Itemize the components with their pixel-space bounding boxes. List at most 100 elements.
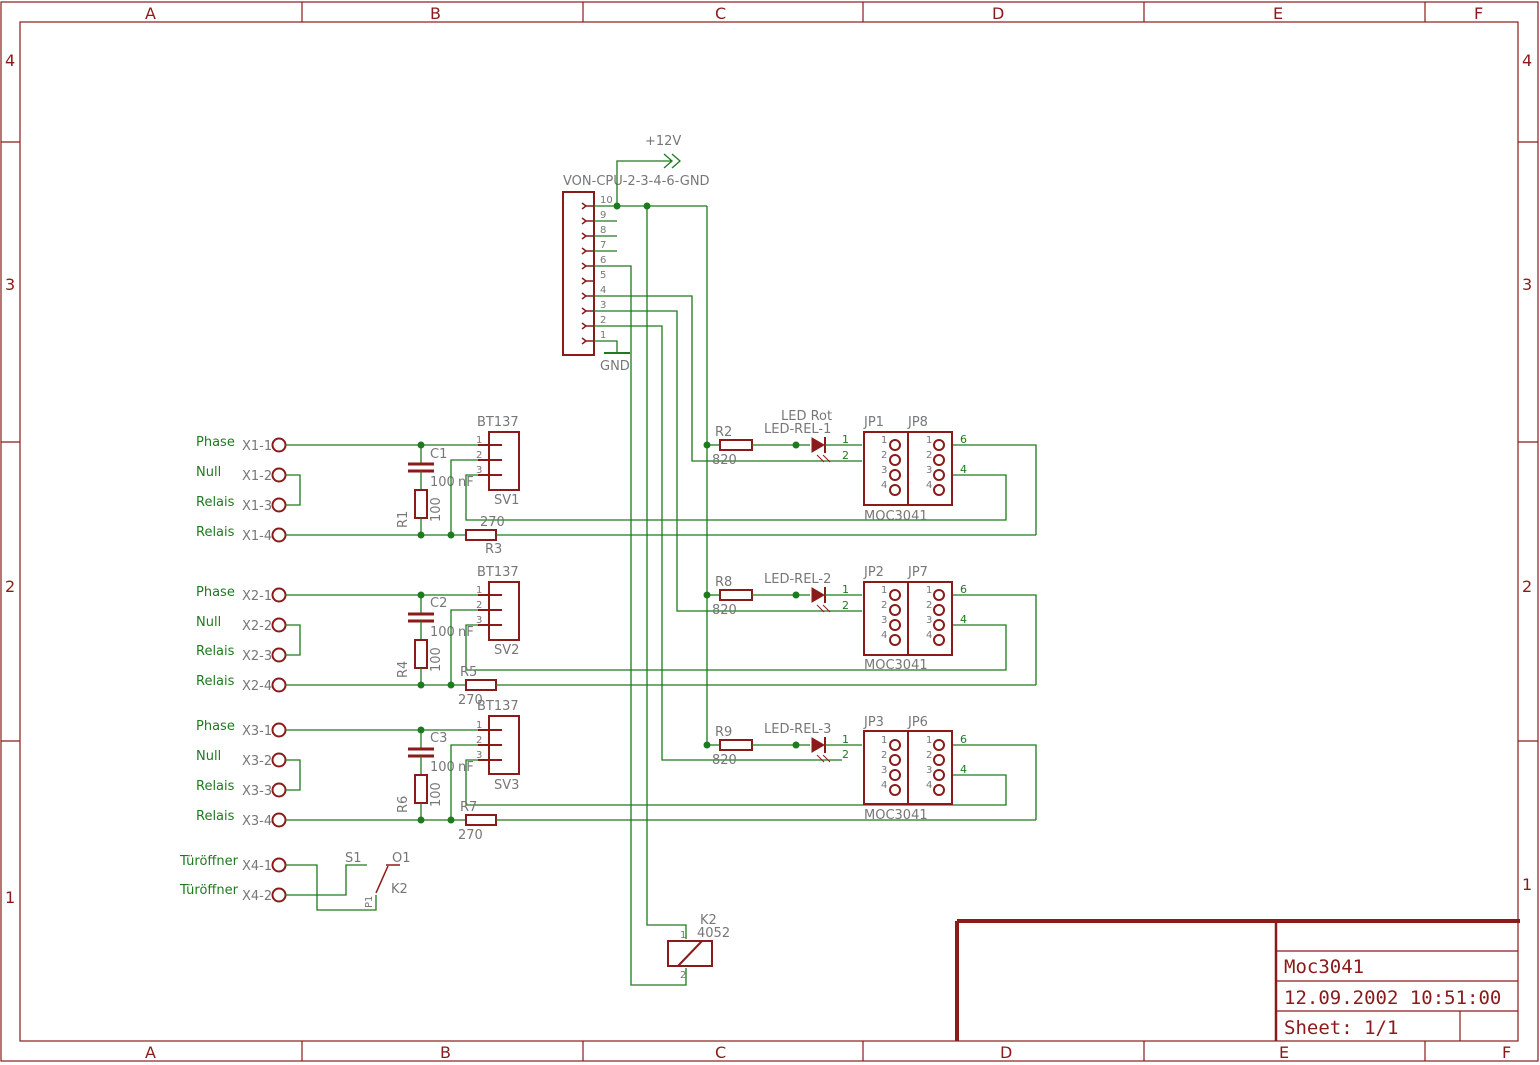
cap-value: 100 [430, 475, 455, 490]
out-pin: 4 [960, 763, 967, 776]
relay-type: 4052 [697, 926, 730, 941]
triac-pin: 3 [476, 750, 482, 761]
column-label-bottom: F [1502, 1043, 1511, 1062]
jp-pin: 2 [926, 750, 932, 761]
connector-name: VON-CPU-2-3-4-6-GND [563, 174, 710, 189]
column-label-bottom: C [715, 1043, 726, 1062]
connector-pin-mark [581, 262, 588, 270]
out-pin: 6 [960, 733, 967, 746]
ground-symbol: GND [594, 340, 630, 374]
connector-pin-mark [581, 247, 588, 255]
snubber-r-value: 100 [429, 497, 444, 522]
jp-pin: 3 [926, 765, 932, 776]
column-label-top: E [1273, 4, 1283, 23]
jp-pin: 4 [926, 630, 932, 641]
cap-name: C1 [430, 447, 447, 462]
opto-name: MOC3041 [864, 509, 928, 524]
jp-pin: 2 [881, 450, 887, 461]
led-name: LED-REL-3 [764, 722, 831, 737]
terminal-label: Null [196, 465, 221, 480]
terminal-name: X3-1 [242, 724, 272, 739]
jp-left-name: JP3 [863, 715, 884, 730]
column-label-top: B [430, 4, 441, 23]
jp-pin: 1 [926, 435, 932, 446]
jp-pin: 2 [926, 450, 932, 461]
opto-name: MOC3041 [864, 658, 928, 673]
triac-pin: 1 [476, 585, 482, 596]
jp-pin: 4 [926, 480, 932, 491]
jp-right-name: JP7 [907, 565, 928, 580]
jp-pin: 2 [881, 750, 887, 761]
column-label-top: F [1474, 4, 1483, 23]
terminal-name: X3-3 [242, 784, 272, 799]
connector-pin-label: 3 [600, 300, 606, 311]
connector-pin-label: 9 [600, 210, 606, 221]
contact-o-label: O1 [392, 851, 411, 866]
column-label-top: A [145, 4, 156, 23]
led-pin: 1 [842, 433, 849, 446]
connector-pin-mark [581, 337, 588, 345]
terminal-name: X1-1 [242, 439, 272, 454]
relay-pin: 2 [680, 970, 686, 981]
terminal-name: X4-1 [242, 859, 272, 874]
jp-pin: 1 [881, 735, 887, 746]
terminal-label: Phase [196, 435, 235, 450]
socket-name: SV3 [494, 778, 519, 793]
snubber-r-name: R1 [396, 511, 411, 528]
terminal-name: X3-4 [242, 814, 272, 829]
terminal-name: X2-4 [242, 679, 272, 694]
jp-pin: 3 [881, 615, 887, 626]
terminal-name: X1-4 [242, 529, 272, 544]
relay-k2: K2 4052 1 2 [667, 913, 730, 981]
title-block: Moc3041 12.09.2002 10:51:00 Sheet: 1/1 [955, 919, 1520, 1041]
jp-pin: 2 [926, 600, 932, 611]
jp-pin: 1 [926, 735, 932, 746]
supply-12v: +12V [616, 134, 681, 206]
jp-right-name: JP8 [907, 415, 928, 430]
bus-wires [594, 202, 842, 986]
out-pin: 6 [960, 583, 967, 596]
triac-pin: 1 [476, 720, 482, 731]
jp-pin: 1 [881, 435, 887, 446]
terminal-name: X3-2 [242, 754, 272, 769]
terminal-name: X4-2 [242, 889, 272, 904]
column-label-bottom: B [440, 1043, 451, 1062]
jp-right-name: JP6 [907, 715, 928, 730]
gate-r-value: 270 [458, 828, 483, 843]
terminal-label: Null [196, 615, 221, 630]
jp-pin: 2 [881, 600, 887, 611]
triac-pin: 3 [476, 465, 482, 476]
led-r-name: R2 [715, 425, 732, 440]
jp-pin: 1 [881, 585, 887, 596]
gate-r-value: 270 [480, 515, 505, 530]
opto-name: MOC3041 [864, 808, 928, 823]
title-block-sheet: Sheet: 1/1 [1284, 1017, 1398, 1039]
gate-r-name: R7 [460, 800, 477, 815]
row-label-left: 2 [5, 577, 15, 596]
terminal-label: Relais [196, 779, 235, 794]
row-label-left: 3 [5, 275, 15, 294]
connector-pin-label: 5 [600, 270, 606, 281]
cap-name: C2 [430, 596, 447, 611]
title-block-datetime: 12.09.2002 10:51:00 [1284, 987, 1501, 1009]
row-label-right: 3 [1522, 275, 1532, 294]
jp-pin: 3 [926, 465, 932, 476]
led-pin: 2 [842, 449, 849, 462]
relay-pin: 1 [680, 930, 686, 941]
connector-pin-mark [581, 322, 588, 330]
connector-pin-mark [581, 217, 588, 225]
terminal-name: X2-2 [242, 619, 272, 634]
connector-pin-label: 10 [600, 195, 613, 206]
out-pin: 4 [960, 613, 967, 626]
column-label-bottom: A [145, 1043, 156, 1062]
triac-pin: 3 [476, 615, 482, 626]
jp-pin: 3 [926, 615, 932, 626]
terminal-label: Relais [196, 495, 235, 510]
led-pin: 1 [842, 583, 849, 596]
cap-name: C3 [430, 731, 447, 746]
row-label-right: 2 [1522, 577, 1532, 596]
triac-name: BT137 [477, 565, 519, 580]
door-opener: Türöffner Türöffner X4-1 X4-2 S1 O1 K2 P… [179, 851, 411, 911]
channel-2: Phase Null Relais Relais X2-1 X2-2 X2-3 … [196, 565, 1037, 708]
